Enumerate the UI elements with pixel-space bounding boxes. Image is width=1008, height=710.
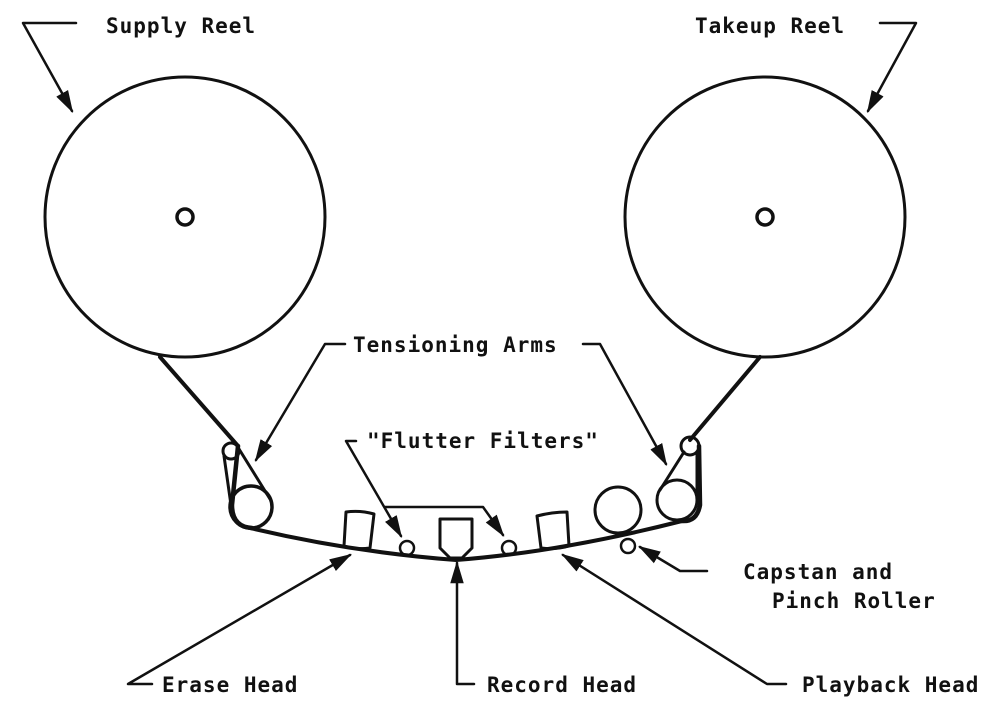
- tensioning-arm-left-leader: [254, 342, 347, 462]
- label-record-head: Record Head: [487, 673, 637, 697]
- label-erase-head: Erase Head: [162, 673, 298, 697]
- right-tensioning-arm: [655, 435, 703, 524]
- label-tensioning-arms: Tensioning Arms: [353, 333, 558, 357]
- tape-takeup-segment: [688, 355, 762, 442]
- label-supply-reel: Supply Reel: [106, 14, 256, 38]
- supply-reel: [43, 75, 327, 359]
- takeup-reel-leader: [866, 21, 918, 113]
- label-capstan-line1: Capstan and: [743, 560, 893, 584]
- capstan-leader: [638, 545, 709, 573]
- label-playback-head: Playback Head: [802, 673, 979, 697]
- record-head: [438, 517, 474, 560]
- flutter-filter-right: [500, 539, 518, 557]
- left-tensioning-arm: [221, 441, 274, 531]
- label-capstan-line2: Pinch Roller: [772, 589, 936, 613]
- supply-reel-leader: [21, 21, 78, 113]
- label-flutter-filters: "Flutter Filters": [367, 429, 599, 453]
- tape-path: [244, 519, 684, 562]
- playback-head-leader: [561, 553, 788, 686]
- flutter-filter-right-leader: [383, 505, 505, 537]
- capstan: [593, 485, 643, 535]
- takeup-reel-hub: [755, 207, 775, 227]
- record-head-leader: [450, 560, 476, 686]
- tape-supply-segment: [158, 355, 240, 448]
- leader-lines: [21, 21, 918, 686]
- takeup-reel: [623, 75, 907, 359]
- flutter-filter-left: [398, 539, 416, 557]
- tensioning-arm-right-leader: [581, 342, 668, 466]
- label-takeup-reel: Takeup Reel: [695, 14, 845, 38]
- supply-reel-hub: [175, 207, 195, 227]
- erase-head-leader: [126, 553, 352, 686]
- erase-head: [342, 509, 376, 551]
- pinch-roller: [619, 537, 637, 555]
- playback-head: [535, 510, 571, 551]
- flutter-filter-left-leader: [344, 439, 403, 538]
